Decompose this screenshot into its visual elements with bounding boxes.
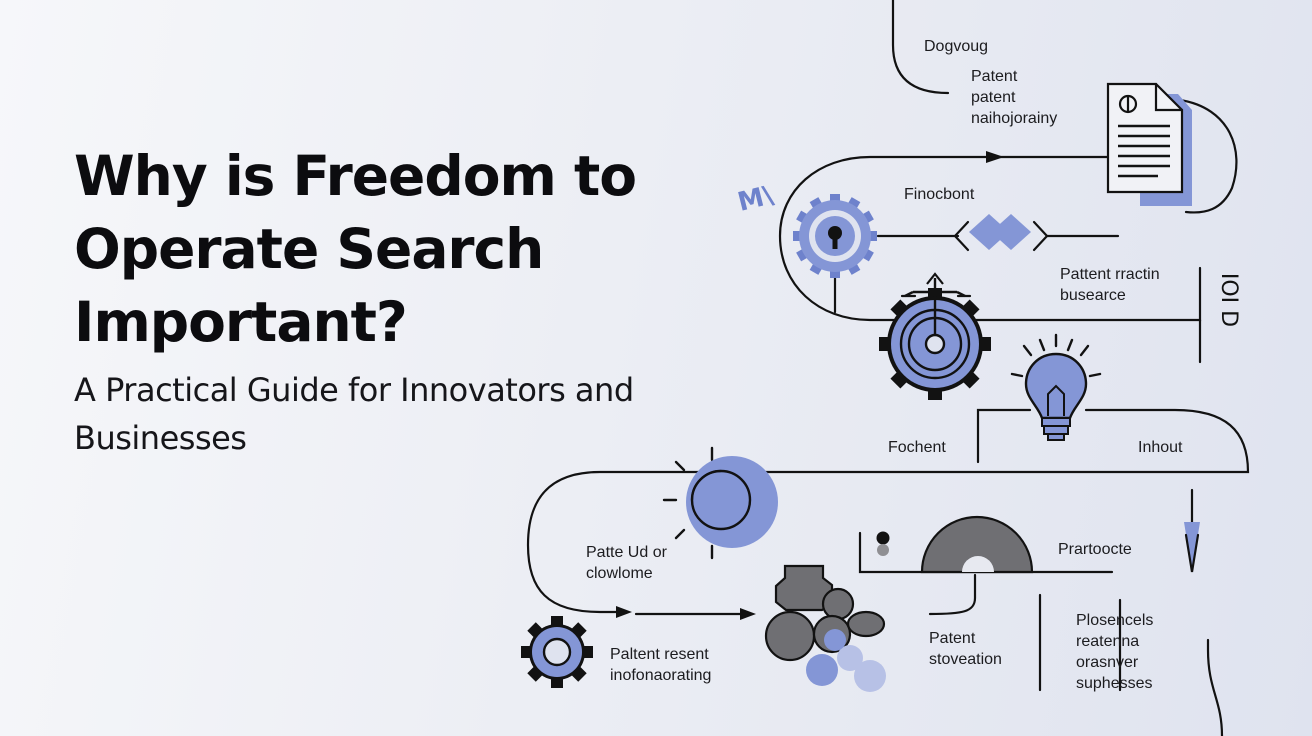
iod-vertical-label: IOI D	[1216, 273, 1241, 327]
label-paltent-a: Paltent resent	[610, 646, 709, 663]
chevron-right-icon	[1032, 220, 1049, 252]
label-prosen-a: Plosencels	[1076, 612, 1153, 629]
label-patent-1c: naihojorainy	[971, 110, 1057, 127]
connector-top	[891, 0, 950, 95]
pin-icon	[876, 531, 890, 556]
sun-circle-icon	[662, 446, 778, 560]
label-top: Dogvoug	[924, 38, 988, 55]
arrow-head	[740, 608, 756, 620]
arrow-head	[986, 151, 1004, 163]
connector-lower-loop	[526, 408, 1250, 614]
semicircle-shape	[920, 515, 1034, 574]
label-patent-1b: patent	[971, 89, 1016, 106]
connector-upper-loop	[778, 155, 1202, 322]
connector-paths	[526, 0, 1250, 736]
arrow-down-icon	[1184, 522, 1200, 572]
label-prosen-d: suphesses	[1076, 675, 1153, 692]
arrow-down-outline	[1184, 533, 1200, 573]
label-prartoocte: Prartoocte	[1058, 541, 1132, 558]
lightbulb-icon	[1010, 333, 1102, 441]
gear-icon	[521, 616, 593, 688]
label-prosen-b: reatenna	[1076, 633, 1139, 650]
connector-doc-loop	[1178, 98, 1238, 214]
page-subtitle: A Practical Guide for Innovators and Bus…	[74, 371, 634, 457]
label-fochent: Fochent	[888, 439, 946, 456]
arrow-head	[616, 606, 632, 618]
connector-stoveation	[928, 573, 977, 616]
chevron-left-icon	[953, 220, 970, 252]
connector-bracket	[976, 408, 1032, 464]
diamond-shapes	[969, 214, 1031, 250]
document-icon	[1106, 82, 1192, 206]
gear-lock-icon	[793, 194, 877, 278]
diagram-labels: Dogvoug Patent patent naihojorainy Finoc…	[586, 38, 1183, 692]
gear-scale-icon	[879, 272, 991, 400]
label-finocbont: Finocbont	[904, 186, 975, 203]
label-paltent-b: inofonaorating	[610, 667, 711, 684]
label-patent-stov-b: stoveation	[929, 651, 1002, 668]
connector-bottom	[1206, 638, 1224, 736]
label-patte-b: clowlome	[586, 565, 653, 582]
shapes-cluster	[764, 564, 886, 692]
label-prosen-c: orasnver	[1076, 654, 1139, 671]
page-title: Why is Freedom to Operate Search Importa…	[74, 144, 637, 354]
label-patent-rractin-b: busearce	[1060, 287, 1126, 304]
label-patent-rractin-a: Pattent rractin	[1060, 266, 1160, 283]
label-patte-a: Patte Ud or	[586, 544, 668, 561]
label-inhout: Inhout	[1138, 439, 1183, 456]
label-patent-stov-a: Patent	[929, 630, 976, 647]
mn-mark: M\	[735, 180, 777, 218]
label-patent-1a: Patent	[971, 68, 1018, 85]
